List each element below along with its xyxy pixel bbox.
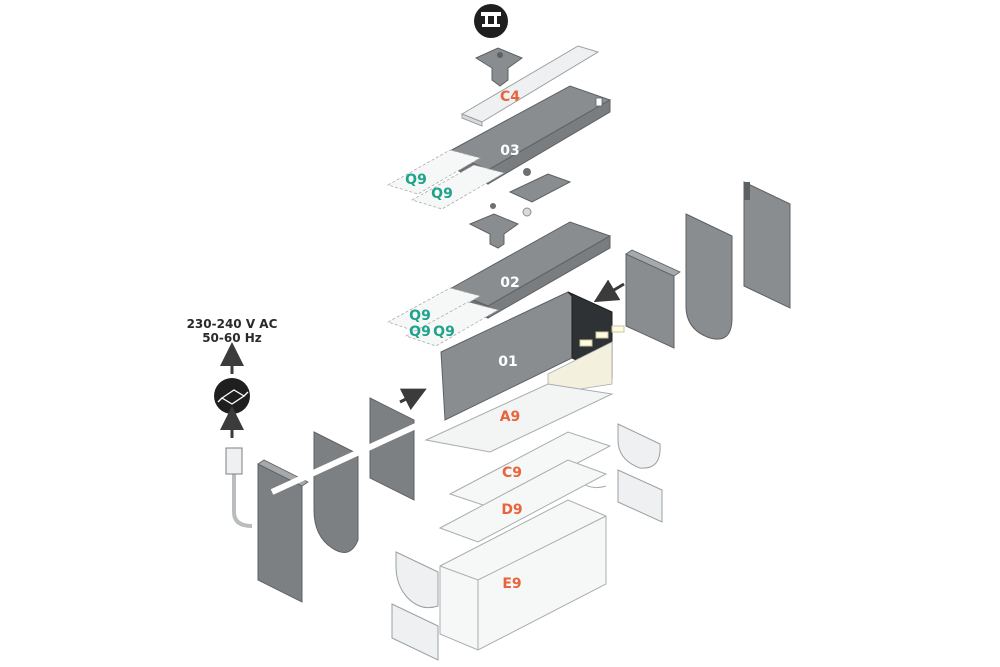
power-driver-icon [214,378,250,414]
arrow-left-cap [399,388,427,411]
label-e9: E9 [502,576,521,592]
power-frequency: 50-60 Hz [202,331,262,345]
d9-end-cap [617,469,663,523]
top-bracket [474,47,524,87]
end-cap-right-1 [625,249,681,349]
label-q9-lower-2: Q9 [409,324,431,340]
a9-diffuser [424,383,614,453]
q9-plates-upper [386,149,506,210]
arrow-endcap [593,279,625,303]
e9-end-cap-round [395,551,439,609]
power-cable [232,472,253,528]
label-q9-upper-1: Q9 [405,172,427,188]
left-end-cap-2 [313,431,359,553]
connection-rod [270,411,444,495]
label-02: 02 [500,275,519,291]
label-a9: A9 [500,409,521,425]
e9-diffuser [439,499,607,651]
ceiling-mount-icon [474,4,508,38]
c4-rail [460,45,600,127]
label-01: 01 [498,354,517,370]
left-end-cap-1 [257,459,309,603]
power-voltage: 230-240 V AC [187,317,278,331]
q9-plates-lower [387,287,500,347]
c9-end-cap [617,423,661,469]
profile-01 [440,291,625,421]
label-q9-upper-2: Q9 [431,186,453,202]
label-c4: C4 [500,89,520,105]
end-cap-right-2 [685,213,733,340]
label-c9: C9 [502,465,522,481]
label-03: 03 [500,143,519,159]
middle-bracket [468,213,520,249]
label-q9-lower-3: Q9 [433,324,455,340]
label-q9-lower-1: Q9 [409,308,431,324]
e9-end-cap-square [391,603,439,661]
connector-clip [490,168,572,217]
left-end-cap-3 [369,397,415,501]
label-d9: D9 [501,502,522,518]
power-connector [225,447,243,475]
d9-diffuser [438,459,608,543]
end-cap-right-3 [743,181,791,309]
